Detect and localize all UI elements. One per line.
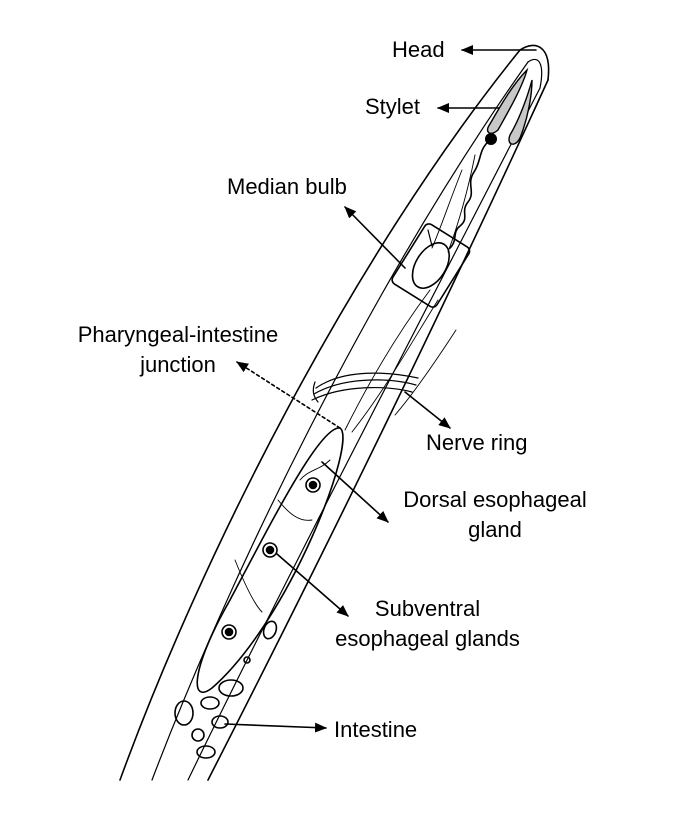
nucleus-dorsal [305,477,321,493]
body-outer-left [119,49,521,781]
gland-lobe [196,427,344,694]
label-median-bulb: Median bulb [227,174,347,199]
label-subventral-line2: esophageal glands [335,626,520,651]
nucleus-subventral-2 [221,624,237,640]
median-bulb-arrow [344,206,406,269]
label-dorsal-line2: gland [468,517,522,542]
stylet-tube [449,139,491,249]
label-subventral-esophageal-glands: Subventral esophageal glands [315,594,540,654]
nerve-ring-shape [311,372,419,403]
median-bulb-shape [391,223,471,308]
label-nerve-ring: Nerve ring [426,430,528,455]
body-inner-left [151,61,529,781]
label-pij-line2: junction [140,352,216,377]
intestine-arrow [224,722,327,733]
label-dorsal-line1: Dorsal esophageal [403,487,587,512]
label-intestine: Intestine [334,717,418,742]
dorsal-gland-arrow [321,461,389,523]
label-head: Head [392,37,445,62]
intestine-granules [174,679,244,759]
stylet-shape [486,67,533,145]
label-stylet: Stylet [365,94,421,119]
pij-arrow [236,361,341,429]
label-dorsal-esophageal-gland: Dorsal esophageal gland [385,485,605,545]
stylet-knob [485,133,497,145]
body-outer-right [207,79,549,781]
nucleus-subventral-1 [262,542,278,558]
head-inner-tip [527,58,543,89]
head-tip [519,44,550,81]
subventral-glands-arrow [276,553,349,617]
label-subventral-line1: Subventral [374,596,481,621]
label-pij-line1: Pharyngeal-intestine [77,322,279,347]
body-inner-right [187,87,541,781]
label-pharyngeal-intestine-junction: Pharyngeal-intestine junction [58,320,298,380]
nerve-ring-arrow [404,391,451,429]
